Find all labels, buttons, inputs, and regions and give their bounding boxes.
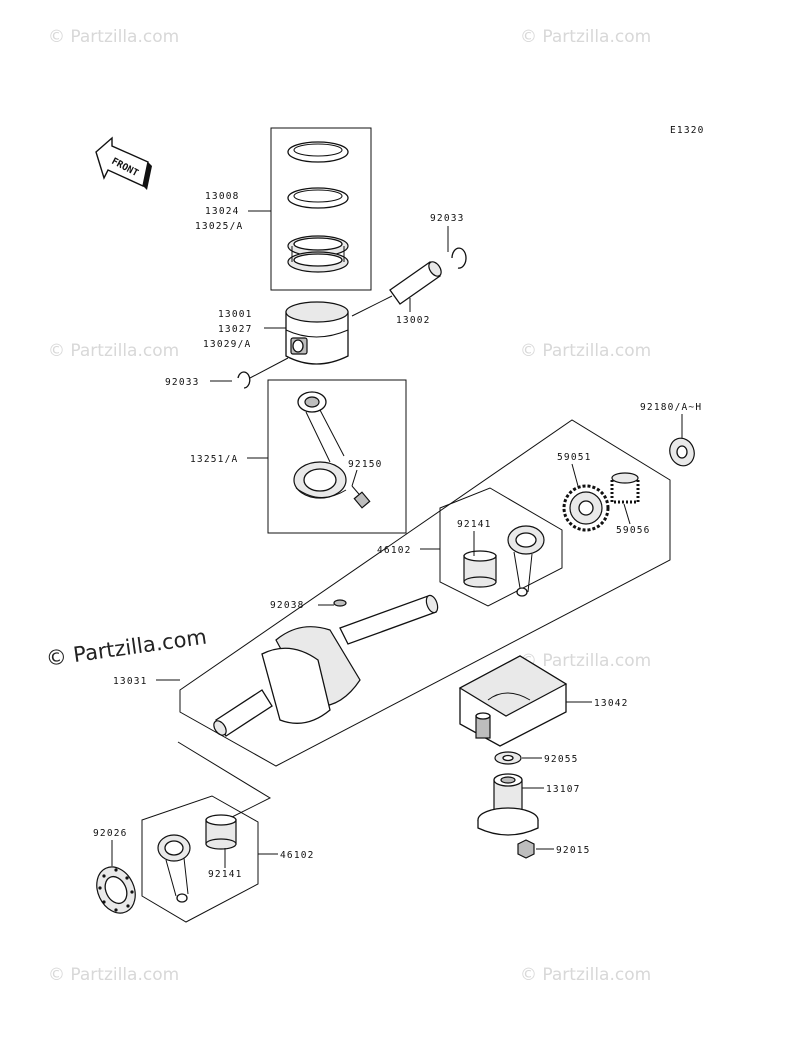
- watermark-top-left: © Partzilla.com: [48, 27, 179, 47]
- washer: [494, 751, 522, 765]
- crankshaft-group-outline: [179, 419, 671, 767]
- key: [333, 599, 347, 607]
- crankshaft: [213, 594, 439, 737]
- label-balancer-upper: 46102: [377, 545, 412, 556]
- label-washer: 92055: [544, 754, 579, 765]
- gear: [562, 484, 610, 532]
- piston-ring-set: [270, 127, 372, 291]
- piston: [285, 301, 349, 365]
- circlip-bottom: [237, 371, 251, 389]
- watermark-mid-right: © Partzilla.com: [520, 341, 651, 361]
- shim: [669, 437, 695, 467]
- nut: [517, 839, 535, 859]
- watermark-mid-left: © Partzilla.com: [48, 341, 179, 361]
- connecting-rod: [267, 379, 407, 534]
- label-ring-set-2: 13024: [205, 206, 240, 217]
- watermark-top-right: © Partzilla.com: [520, 27, 651, 47]
- holder: [458, 655, 568, 747]
- label-key: 92038: [270, 600, 305, 611]
- balancer-lower: [141, 795, 259, 923]
- label-balancer-lower: 46102: [280, 850, 315, 861]
- roller-bearing: [610, 472, 640, 504]
- label-nut: 92015: [556, 845, 591, 856]
- watermark-bottom-left: © Partzilla.com: [48, 965, 179, 985]
- label-con-rod-bolt: 92150: [348, 459, 383, 470]
- label-roller-bearing: 59056: [616, 525, 651, 536]
- label-con-rod: 13251/A: [190, 454, 238, 465]
- circlip-top: [451, 247, 467, 269]
- label-piston-2: 13027: [218, 324, 253, 335]
- label-circlip-bottom: 92033: [165, 377, 200, 388]
- label-piston-1: 13001: [218, 309, 253, 320]
- plate: [96, 866, 136, 914]
- diagram-code: E1320: [670, 125, 705, 136]
- label-crankshaft: 13031: [113, 676, 148, 687]
- watermarks: © Partzilla.com © Partzilla.com © Partzi…: [44, 27, 651, 985]
- label-shim: 92180/A~H: [640, 402, 702, 413]
- label-piston-pin: 13002: [396, 315, 431, 326]
- watermark-bottom-right: © Partzilla.com: [520, 965, 651, 985]
- front-arrow-icon: FRONT: [95, 136, 152, 190]
- watermark-center-left: © Partzilla.com: [44, 625, 208, 671]
- piston-pin: [389, 261, 442, 305]
- connector-lines: [177, 741, 272, 821]
- label-gear: 59051: [557, 452, 592, 463]
- watermark-center-right: © Partzilla.com: [520, 651, 651, 671]
- label-holder: 13042: [594, 698, 629, 709]
- label-piston-3: 13029/A: [203, 339, 251, 350]
- balancer-upper: [439, 487, 563, 607]
- label-ring-set-3: 13025/A: [195, 221, 243, 232]
- label-plate: 92026: [93, 828, 128, 839]
- label-circlip-top: 92033: [430, 213, 465, 224]
- label-ring-set-1: 13008: [205, 191, 240, 202]
- shaft-flange: [477, 773, 539, 836]
- label-bushing-upper: 92141: [457, 519, 492, 530]
- label-bushing-lower: 92141: [208, 869, 243, 880]
- label-shaft-flange: 13107: [546, 784, 581, 795]
